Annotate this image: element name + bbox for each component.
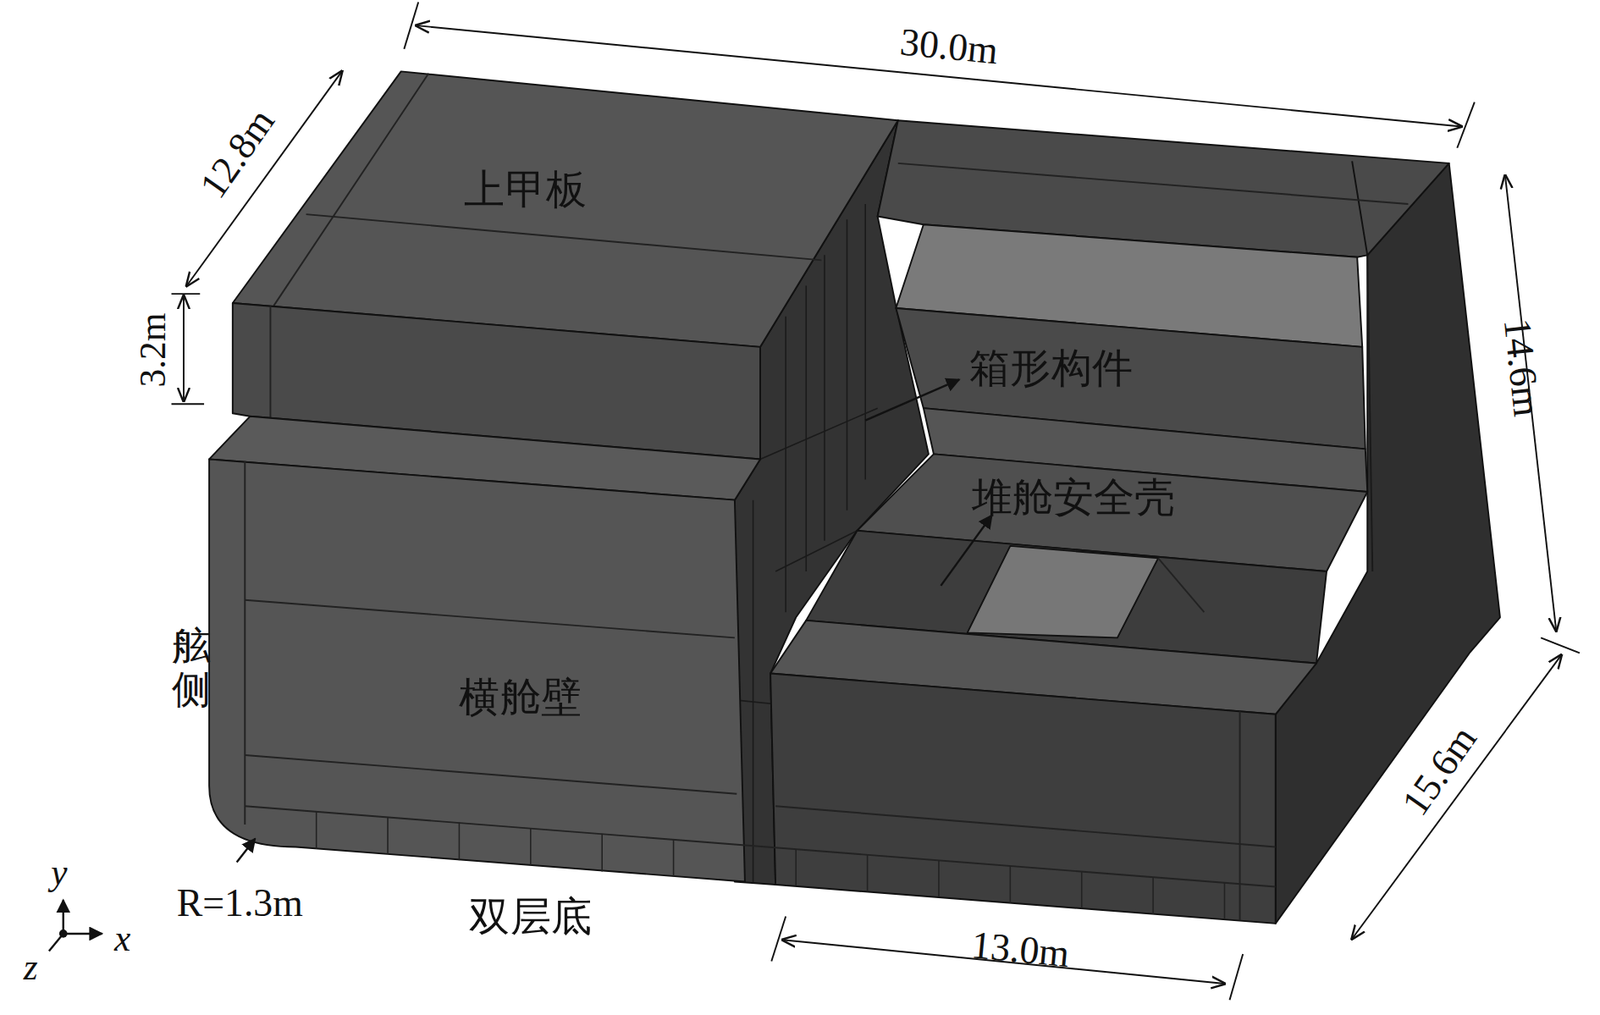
part-name: 箱形构件 xyxy=(969,347,1133,388)
dimension-label: 14.6m xyxy=(1498,316,1548,419)
axis-label: z xyxy=(23,948,39,986)
dimension-label: 3.2m xyxy=(134,312,172,387)
dimension-lines xyxy=(171,1,1580,1000)
part-name: 横舱壁 xyxy=(458,676,582,718)
hull-model xyxy=(209,71,1501,924)
dimension-label: 12.8m xyxy=(193,101,282,205)
part-name: 舷侧 xyxy=(171,625,211,712)
radius-label: R=1.3m xyxy=(176,883,304,923)
dimension-label: 30.0m xyxy=(898,22,1000,71)
axis-label: x xyxy=(114,920,131,957)
part-name: 堆舱安全壳 xyxy=(971,476,1176,518)
part-name: 上甲板 xyxy=(463,168,587,210)
dimension-label: 13.0m xyxy=(970,925,1072,974)
part-name: 双层底 xyxy=(468,895,592,937)
axis-triad xyxy=(49,899,103,951)
leader-arrows xyxy=(237,379,993,862)
axis-label: y xyxy=(50,854,67,891)
